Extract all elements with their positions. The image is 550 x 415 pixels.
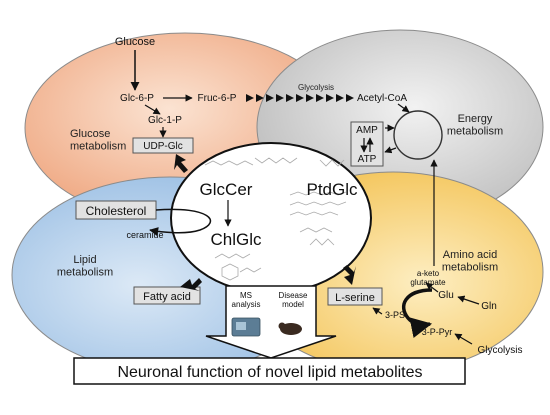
- mouse-head: [278, 322, 286, 330]
- ptdglc-label: PtdGlc: [306, 180, 358, 199]
- atp-label: ATP: [358, 154, 377, 165]
- glutamate-cycle-arrow: [401, 288, 433, 338]
- glc6p-node: Glc-6-P: [120, 93, 154, 104]
- chlglc-label: ChlGlc: [210, 230, 262, 249]
- gln-to-glu-arrow: [457, 295, 480, 305]
- amp-label: AMP: [356, 125, 378, 136]
- glu-to-ketoglutamate-arrow: [425, 282, 439, 293]
- tca-to-atp-arrow: [384, 146, 397, 154]
- glc1p-node: Glc-1-P: [148, 115, 182, 126]
- l-serine-box: [327, 287, 383, 306]
- tca-cycle-loop: [393, 110, 443, 160]
- central-lipid-oval: [170, 142, 372, 294]
- methods-down-arrow: [205, 285, 337, 359]
- fatty-acid-label: Fatty acid: [143, 291, 191, 303]
- glu-node: Glu: [438, 290, 454, 301]
- fruc6p-node: Fruc-6-P: [198, 93, 237, 104]
- fatty-acid-box: [133, 286, 201, 305]
- glucose-node: Glucose: [115, 36, 155, 48]
- cholesterol-ceramide-loop: [149, 208, 212, 236]
- glycolysis-top-label: Glycolysis: [298, 83, 334, 92]
- cholesterol-label: Cholesterol: [86, 204, 147, 218]
- 3ppyr-node: 3-P-Pyr: [422, 327, 453, 337]
- 3ps-to-lserine-arrow: [372, 307, 383, 315]
- 3ps-node: 3-PS: [385, 310, 405, 320]
- ms-instrument-panel: [236, 322, 246, 330]
- gln-node: Gln: [481, 301, 497, 312]
- acetylcoa-to-tca-arrow: [397, 103, 410, 113]
- udp-glc-label: UDP-Glc: [143, 141, 182, 152]
- acetyl-coa-node: Acetyl-CoA: [357, 93, 407, 104]
- glycolysis-bottom-label: Glycolysis: [477, 345, 522, 356]
- ceramide-label: ceramide: [126, 230, 163, 240]
- udp-glc-box: [132, 137, 194, 154]
- glycolysis-chevrons: [246, 94, 354, 102]
- conclusion-banner: [73, 357, 466, 385]
- glccer-label: GlcCer: [200, 180, 253, 199]
- molecular-structure-drawings: [204, 157, 347, 281]
- glc6p-to-glc1p-arrow: [144, 104, 161, 115]
- input-block-arrows: [174, 154, 356, 291]
- conclusion-banner-text: Neuronal function of novel lipid metabol…: [117, 364, 422, 381]
- glycolysis-to-3ppyr-arrow: [454, 333, 473, 345]
- l-serine-label: L-serine: [335, 292, 375, 304]
